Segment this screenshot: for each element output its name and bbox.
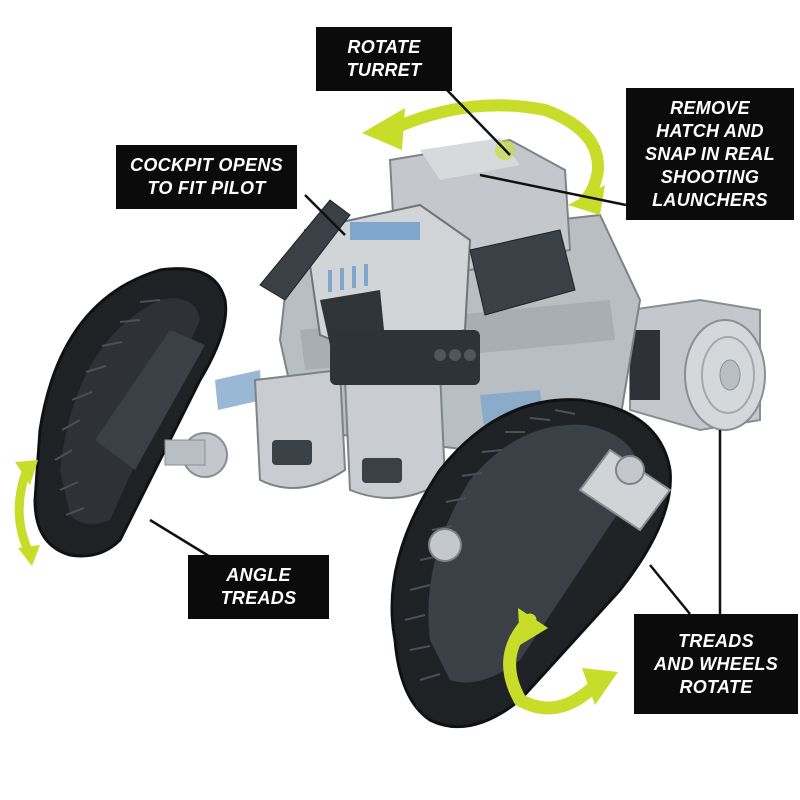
angle-treads-arrowhead-top <box>15 460 38 485</box>
rotate-turret-arrowhead-left <box>362 108 405 150</box>
treads-rotate-arrowhead-bottom <box>582 668 618 705</box>
treads-wheels-label: TREADS AND WHEELS ROTATE <box>654 630 778 697</box>
leader-line-treads-a <box>649 564 691 615</box>
leader-line-angle <box>149 518 213 560</box>
cockpit-callout: COCKPIT OPENS TO FIT PILOT <box>116 145 297 209</box>
cockpit-label: COCKPIT OPENS TO FIT PILOT <box>130 155 283 198</box>
leader-line-turret <box>444 87 511 156</box>
angle-treads-label: ANGLE TREADS <box>220 565 297 608</box>
left-tread <box>33 267 228 558</box>
leader-lines <box>149 87 722 615</box>
hatch-launchers-callout: REMOVE HATCH AND SNAP IN REAL SHOOTING L… <box>626 88 794 220</box>
leader-line-cockpit <box>304 194 346 236</box>
angle-treads-callout: ANGLE TREADS <box>188 555 329 619</box>
rotate-turret-callout: ROTATE TURRET <box>316 27 452 91</box>
rotate-turret-arrow <box>389 99 605 206</box>
rotate-turret-arrowhead-right <box>568 185 605 215</box>
hatch-launchers-label: REMOVE HATCH AND SNAP IN REAL SHOOTING L… <box>645 97 775 210</box>
treads-wheels-callout: TREADS AND WHEELS ROTATE <box>634 614 798 714</box>
angle-treads-arrowhead-bottom <box>18 545 40 566</box>
rotate-turret-label: ROTATE TURRET <box>346 37 422 80</box>
right-tread <box>390 398 672 729</box>
angle-treads-arrow <box>14 470 33 555</box>
turret <box>259 138 576 385</box>
leader-line-hatch <box>479 173 627 207</box>
right-wheel <box>629 298 766 432</box>
treads-rotate-arrow <box>503 613 597 715</box>
treads-rotate-arrowhead-top <box>518 608 548 645</box>
